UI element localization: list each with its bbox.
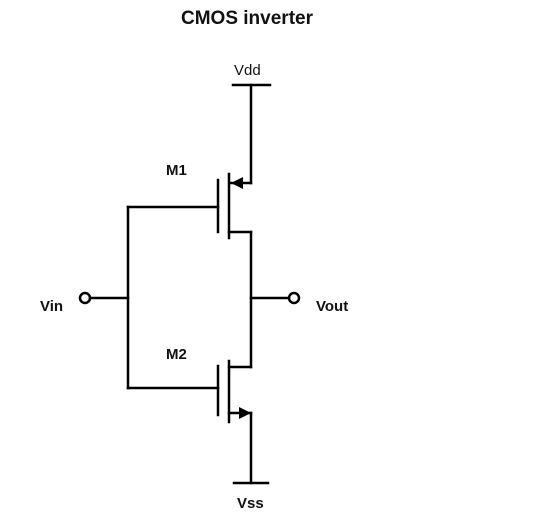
- vss-label: Vss: [237, 495, 264, 512]
- m2-arrow-icon: [239, 407, 251, 419]
- vdd-label: Vdd: [234, 62, 261, 79]
- vout-label: Vout: [316, 298, 349, 315]
- diagram-title: CMOS inverter: [181, 8, 313, 29]
- m1-label: M1: [166, 162, 187, 179]
- m2-label: M2: [166, 346, 187, 363]
- m1-arrow-icon: [231, 177, 243, 189]
- vout-terminal: [287, 291, 301, 305]
- vin-terminal: [78, 291, 92, 305]
- vin-label: Vin: [40, 298, 64, 315]
